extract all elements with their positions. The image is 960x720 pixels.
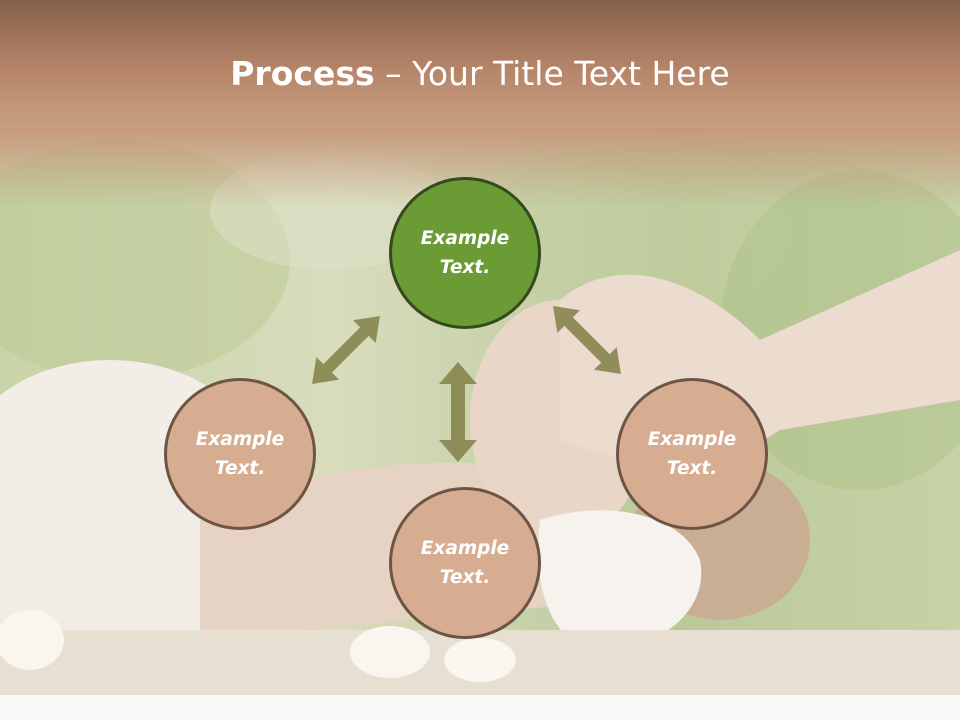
process-node-left: Example Text. [164, 378, 316, 530]
double-arrow-vertical-icon [439, 362, 477, 462]
node-label: Example Text. [195, 429, 285, 479]
node-label: Example Text. [420, 228, 510, 278]
node-label: Example Text. [420, 538, 510, 588]
process-node-top: Example Text. [389, 177, 541, 329]
double-arrow-top-right-icon [553, 306, 621, 374]
node-label: Example Text. [647, 429, 737, 479]
process-node-right: Example Text. [616, 378, 768, 530]
title-rest: – Your Title Text Here [374, 54, 730, 93]
process-node-bottom: Example Text. [389, 487, 541, 639]
double-arrow-top-left-icon [312, 316, 380, 384]
slide-title: Process – Your Title Text Here [0, 52, 960, 96]
title-bold: Process [230, 54, 375, 93]
